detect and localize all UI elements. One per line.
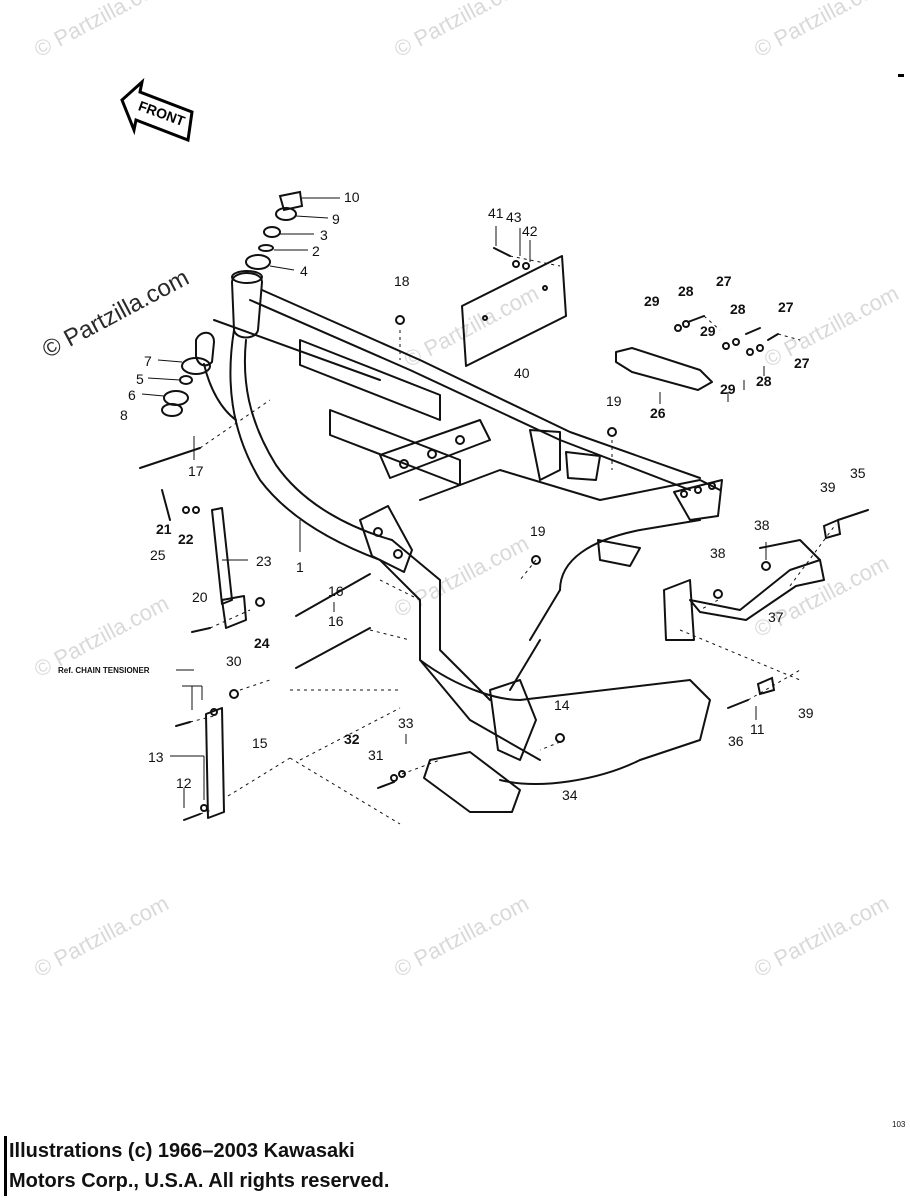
callout-19: 19 xyxy=(606,393,622,409)
callout-22: 22 xyxy=(178,531,194,547)
callout-41: 41 xyxy=(488,205,504,221)
callout-28: 28 xyxy=(678,283,694,299)
callout-38: 38 xyxy=(710,545,726,561)
callout-42: 42 xyxy=(522,223,538,239)
callout-10: 10 xyxy=(344,189,360,205)
callout-40: 40 xyxy=(514,365,530,381)
callout-29: 29 xyxy=(720,381,736,397)
callout-29: 29 xyxy=(700,323,716,339)
callout-35: 35 xyxy=(850,465,866,481)
callout-8: 8 xyxy=(120,407,128,423)
callout-4: 4 xyxy=(300,263,308,279)
callout-27: 27 xyxy=(716,273,732,289)
callout-33: 33 xyxy=(398,715,414,731)
front-arrow-icon: FRONT xyxy=(120,77,194,143)
chain-tensioner-ref-note: Ref. CHAIN TENSIONER xyxy=(58,666,150,675)
callout-18: 18 xyxy=(394,273,410,289)
callout-19: 19 xyxy=(530,523,546,539)
callout-7: 7 xyxy=(144,353,152,369)
callout-13: 13 xyxy=(148,749,164,765)
margin-mark xyxy=(898,74,904,77)
callout-34: 34 xyxy=(562,787,578,803)
callout-3: 3 xyxy=(320,227,328,243)
callout-2: 2 xyxy=(312,243,320,259)
callout-16: 16 xyxy=(328,583,344,599)
callout-32: 32 xyxy=(344,731,360,747)
callout-36: 36 xyxy=(728,733,744,749)
callout-29: 29 xyxy=(644,293,660,309)
callout-15: 15 xyxy=(252,735,268,751)
callout-6: 6 xyxy=(128,387,136,403)
callout-37: 37 xyxy=(768,609,784,625)
callout-11: 11 xyxy=(750,721,765,737)
callout-28: 28 xyxy=(756,373,772,389)
callout-17: 17 xyxy=(188,463,204,479)
callout-16: 16 xyxy=(328,613,344,629)
callout-9: 9 xyxy=(332,211,340,227)
callout-23: 23 xyxy=(256,553,272,569)
callout-31: 31 xyxy=(368,747,384,763)
callout-38: 38 xyxy=(754,517,770,533)
callout-1: 1 xyxy=(296,559,304,575)
copyright-notice: Illustrations (c) 1966–2003 Kawasaki Mot… xyxy=(4,1136,389,1196)
callout-12: 12 xyxy=(176,775,192,791)
callout-26: 26 xyxy=(650,405,666,421)
copyright-line-2: Motors Corp., U.S.A. All rights reserved… xyxy=(9,1170,390,1192)
callout-27: 27 xyxy=(778,299,794,315)
callout-5: 5 xyxy=(136,371,144,387)
callout-28: 28 xyxy=(730,301,746,317)
callout-14: 14 xyxy=(554,697,570,713)
callout-21: 21 xyxy=(156,521,172,537)
callout-30: 30 xyxy=(226,653,242,669)
callout-20: 20 xyxy=(192,589,208,605)
callout-25: 25 xyxy=(150,547,166,563)
copyright-line-1: Illustrations (c) 1966–2003 Kawasaki xyxy=(9,1140,355,1162)
callout-27: 27 xyxy=(794,355,810,371)
callout-39: 39 xyxy=(820,479,836,495)
callout-39: 39 xyxy=(798,705,814,721)
callout-43: 43 xyxy=(506,209,522,225)
callout-24: 24 xyxy=(254,635,270,651)
page-number: 103 xyxy=(892,1120,906,1129)
